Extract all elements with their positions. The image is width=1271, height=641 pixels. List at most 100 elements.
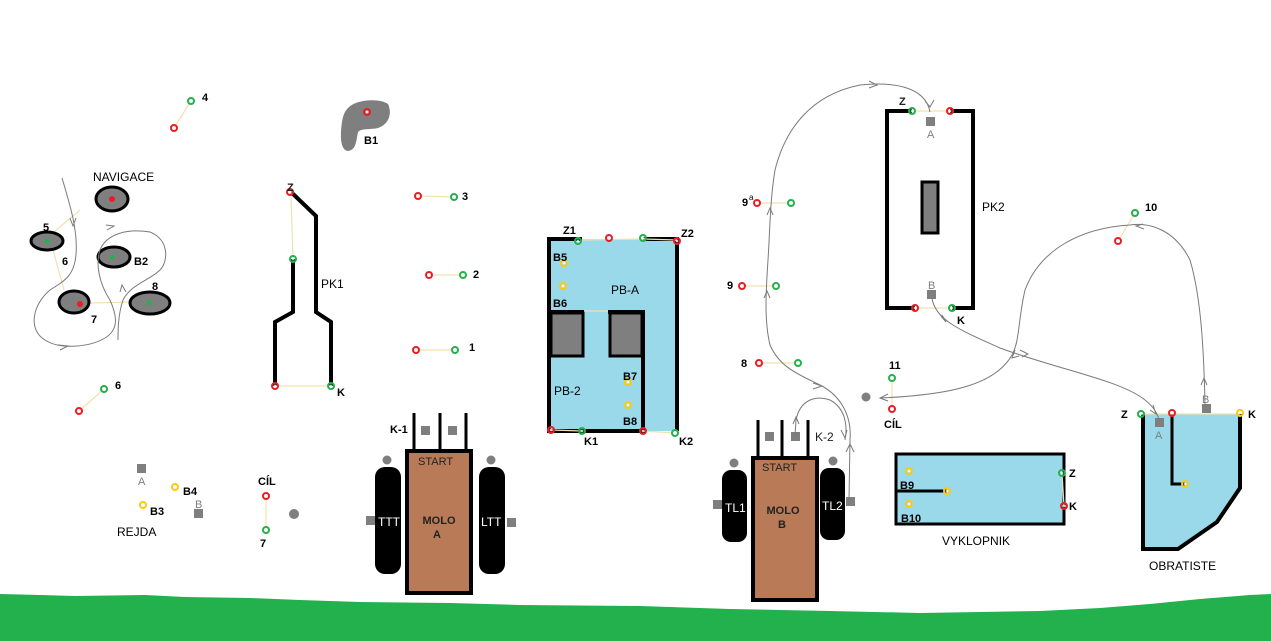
route-arrow [868, 80, 879, 89]
molo-b-label-1: MOLO [767, 505, 800, 517]
tl1-label: TL1 [725, 501, 746, 515]
molo-b-label-2: B [778, 519, 786, 531]
route-arrow [105, 224, 116, 231]
route-arrow [1134, 223, 1145, 230]
ltt-label: LTT [481, 515, 502, 529]
gate-11-label: 11 [889, 360, 901, 372]
pb-obstacle-right [608, 311, 644, 358]
b6-label: B6 [553, 298, 567, 310]
navigace-label: NAVIGACE [93, 170, 154, 184]
route-arrow [763, 289, 771, 299]
berth-marker [791, 432, 800, 441]
gate-9a: 9 a [742, 193, 795, 209]
molo-a-pier [405, 449, 473, 595]
rejda-marker-b [194, 509, 203, 518]
nav-label-b2: B2 [134, 256, 148, 268]
pk1-z-label: Z [287, 182, 294, 194]
rejda-a-label: A [138, 476, 146, 488]
obratiste-zone: A B Z K OBRATISTE [1121, 394, 1256, 573]
route-arrow [940, 314, 947, 323]
nav-label-5: 5 [43, 222, 49, 234]
route-paths [763, 80, 1208, 501]
nav-link [52, 249, 65, 291]
route-arrow [1149, 404, 1157, 416]
pk2-a-label: A [927, 129, 935, 141]
gate-9a-label: 9 [742, 197, 748, 209]
route-berth-loop [794, 397, 847, 441]
b1-label: B1 [364, 135, 378, 147]
ttt-label: TTT [378, 515, 401, 529]
pk2-obstacle [920, 180, 940, 235]
b7-label: B7 [623, 371, 637, 383]
route-to-obratiste [931, 297, 1160, 421]
k2-label: K2 [679, 436, 693, 448]
obr-b-label: B [1202, 394, 1209, 406]
red-marker [77, 301, 83, 307]
b4-label: B4 [183, 486, 198, 498]
boat-ttt [375, 467, 401, 574]
vyklopnik-label: VYKLOPNIK [942, 534, 1010, 548]
b8-label: B8 [623, 416, 637, 428]
route-arrow [792, 415, 800, 425]
gate-10: 10 [1114, 202, 1157, 245]
molo-b: K-2 START MOLO B TL1 TL2 [713, 420, 855, 602]
gate-7-finish: CÍL 7 [258, 475, 299, 550]
gate-9a-sup: a [749, 193, 754, 202]
pb-obstacle-left [549, 311, 585, 358]
obratiste-label: OBRATISTE [1149, 559, 1216, 573]
route-arrow [57, 344, 70, 351]
rejda-label: REJDA [117, 525, 156, 539]
mooring-buoy [861, 392, 871, 402]
pk1-label: PK1 [321, 277, 344, 291]
gate-4-label: 4 [202, 92, 209, 104]
nav-label-7: 7 [91, 314, 97, 326]
gate-2-label: 2 [473, 269, 479, 281]
berth-marker [421, 426, 430, 435]
pk1-zone: Z K PK1 [271, 182, 345, 399]
obr-k-label: K [1248, 409, 1256, 421]
rejda-b-label: B [195, 499, 202, 511]
z1-label: Z1 [563, 225, 576, 237]
gate-1-label: 1 [469, 342, 475, 354]
berth-marker [448, 426, 457, 435]
gate-7-label: 7 [260, 538, 266, 550]
z2-label: Z2 [681, 228, 694, 240]
gate-8-label: 8 [741, 358, 747, 370]
nav-obstacle-7 [57, 289, 91, 315]
rejda-marker-a [137, 464, 146, 473]
vyklopnik-zone: B9 B10 Z K VYKLOPNIK [894, 452, 1077, 548]
gate-8: 8 [741, 358, 802, 370]
route-arrow [1011, 349, 1020, 359]
vyklopnik-water [894, 452, 1066, 526]
pk2-b-label: B [928, 280, 935, 292]
pb-a-label: PB-A [611, 283, 639, 297]
gate-11-finish: 11 CÍL [861, 360, 902, 431]
boat-tl2 [820, 468, 845, 540]
molo-b-pier [751, 456, 819, 602]
b9-label: B9 [900, 480, 914, 492]
k1-label: K1 [584, 436, 598, 448]
route-arrow [1200, 376, 1208, 386]
molo-a: K-1 START MOLO A TTT LTT [366, 413, 516, 595]
green-marker [44, 238, 50, 244]
route-to-finish [879, 223, 1206, 405]
navigace-zone: NAVIGACE 5 6 7 8 B2 [29, 170, 172, 351]
gate-3: 3 [414, 191, 468, 203]
route-arrow [878, 393, 889, 402]
route-arrow [812, 382, 824, 390]
gate-6-label: 6 [115, 380, 121, 392]
pk2-zone: A B Z K PK2 [885, 96, 1005, 327]
route-arrow [1019, 349, 1030, 358]
green-marker [109, 254, 115, 260]
boat-ltt [479, 467, 505, 574]
b5-label: B5 [553, 252, 567, 264]
start-b-label: START [762, 462, 797, 474]
gate-10-label: 10 [1145, 202, 1157, 214]
rejda-zone: A B B4 B3 REJDA [117, 464, 203, 539]
red-marker [109, 196, 115, 202]
b3-label: B3 [150, 506, 164, 518]
cil-label: CÍL [258, 475, 276, 488]
obr-a-label: A [1155, 430, 1163, 442]
route-arrow [69, 217, 77, 228]
nav-link [89, 301, 131, 304]
